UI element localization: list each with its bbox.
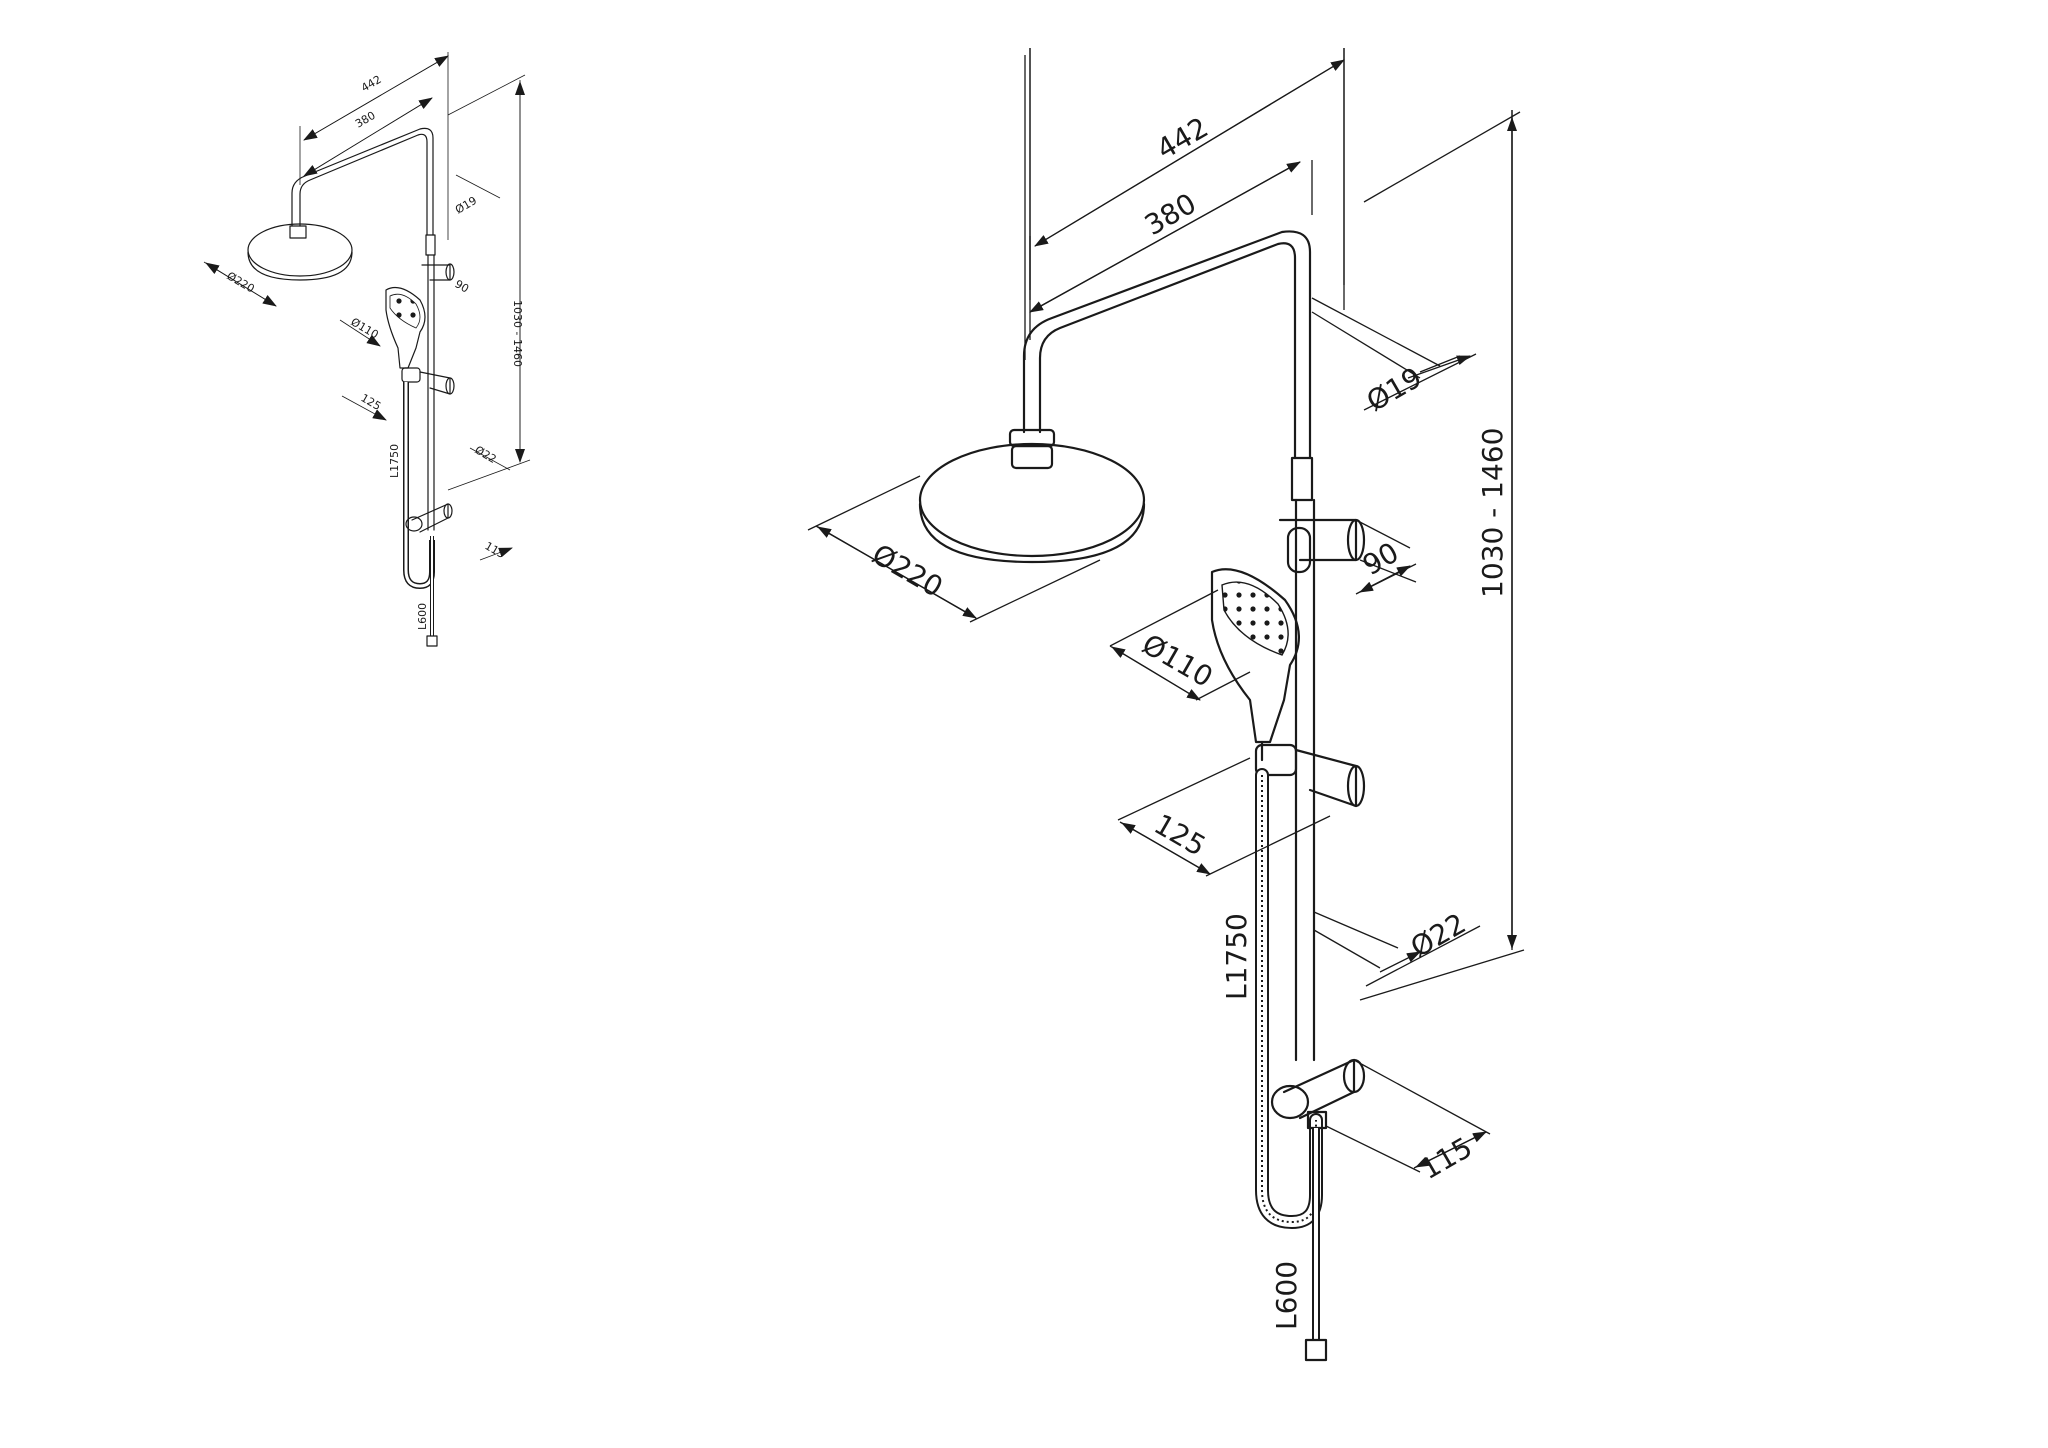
large-view: 442 380 Ø19 1030 - 1460 Ø220 90 Ø110 125… — [807, 48, 1525, 1362]
dim-diameter-110: Ø110 — [1137, 627, 1219, 693]
small-dim-diameter-110: Ø110 — [349, 315, 381, 341]
dimension-labels: 442 380 Ø19 1030 - 1460 Ø220 90 Ø110 125… — [867, 111, 1510, 1330]
small-dim-125: 125 — [359, 391, 384, 413]
small-dim-diameter-19: Ø19 — [453, 194, 479, 217]
dim-diameter-220: Ø220 — [867, 537, 949, 603]
small-dim-height-range: 1030 - 1460 — [511, 300, 524, 367]
flexible-hose — [1255, 768, 1323, 1230]
slide-holder — [1254, 743, 1366, 808]
dim-diameter-22: Ø22 — [1405, 907, 1471, 964]
dim-height-range: 1030 - 1460 — [1476, 428, 1509, 598]
small-dim-L1750: L1750 — [388, 444, 401, 478]
dim-115: 115 — [1415, 1131, 1478, 1186]
small-dim-diameter-22: Ø22 — [473, 443, 499, 466]
small-dim-L600: L600 — [416, 603, 429, 630]
dim-L600: L600 — [1270, 1261, 1303, 1330]
small-dim-380: 380 — [353, 109, 378, 131]
small-dim-442: 442 — [359, 73, 384, 95]
small-dim-90: 90 — [453, 277, 472, 295]
dim-125: 125 — [1149, 807, 1212, 862]
top-holder — [1278, 518, 1366, 574]
riser-pipe — [1290, 456, 1316, 1062]
small-dim-diameter-220: Ø220 — [225, 269, 257, 295]
hand-shower — [1210, 568, 1300, 762]
shower-arm — [1022, 230, 1312, 460]
overhead-shower-head — [918, 428, 1146, 564]
supply-hose — [1304, 1128, 1328, 1362]
dim-L1750: L1750 — [1220, 913, 1253, 1000]
dimension-lines — [807, 48, 1525, 1173]
dim-diameter-19: Ø19 — [1361, 361, 1427, 418]
small-view: 442 380 Ø19 1030 - 1460 Ø220 90 Ø110 125… — [203, 52, 531, 647]
